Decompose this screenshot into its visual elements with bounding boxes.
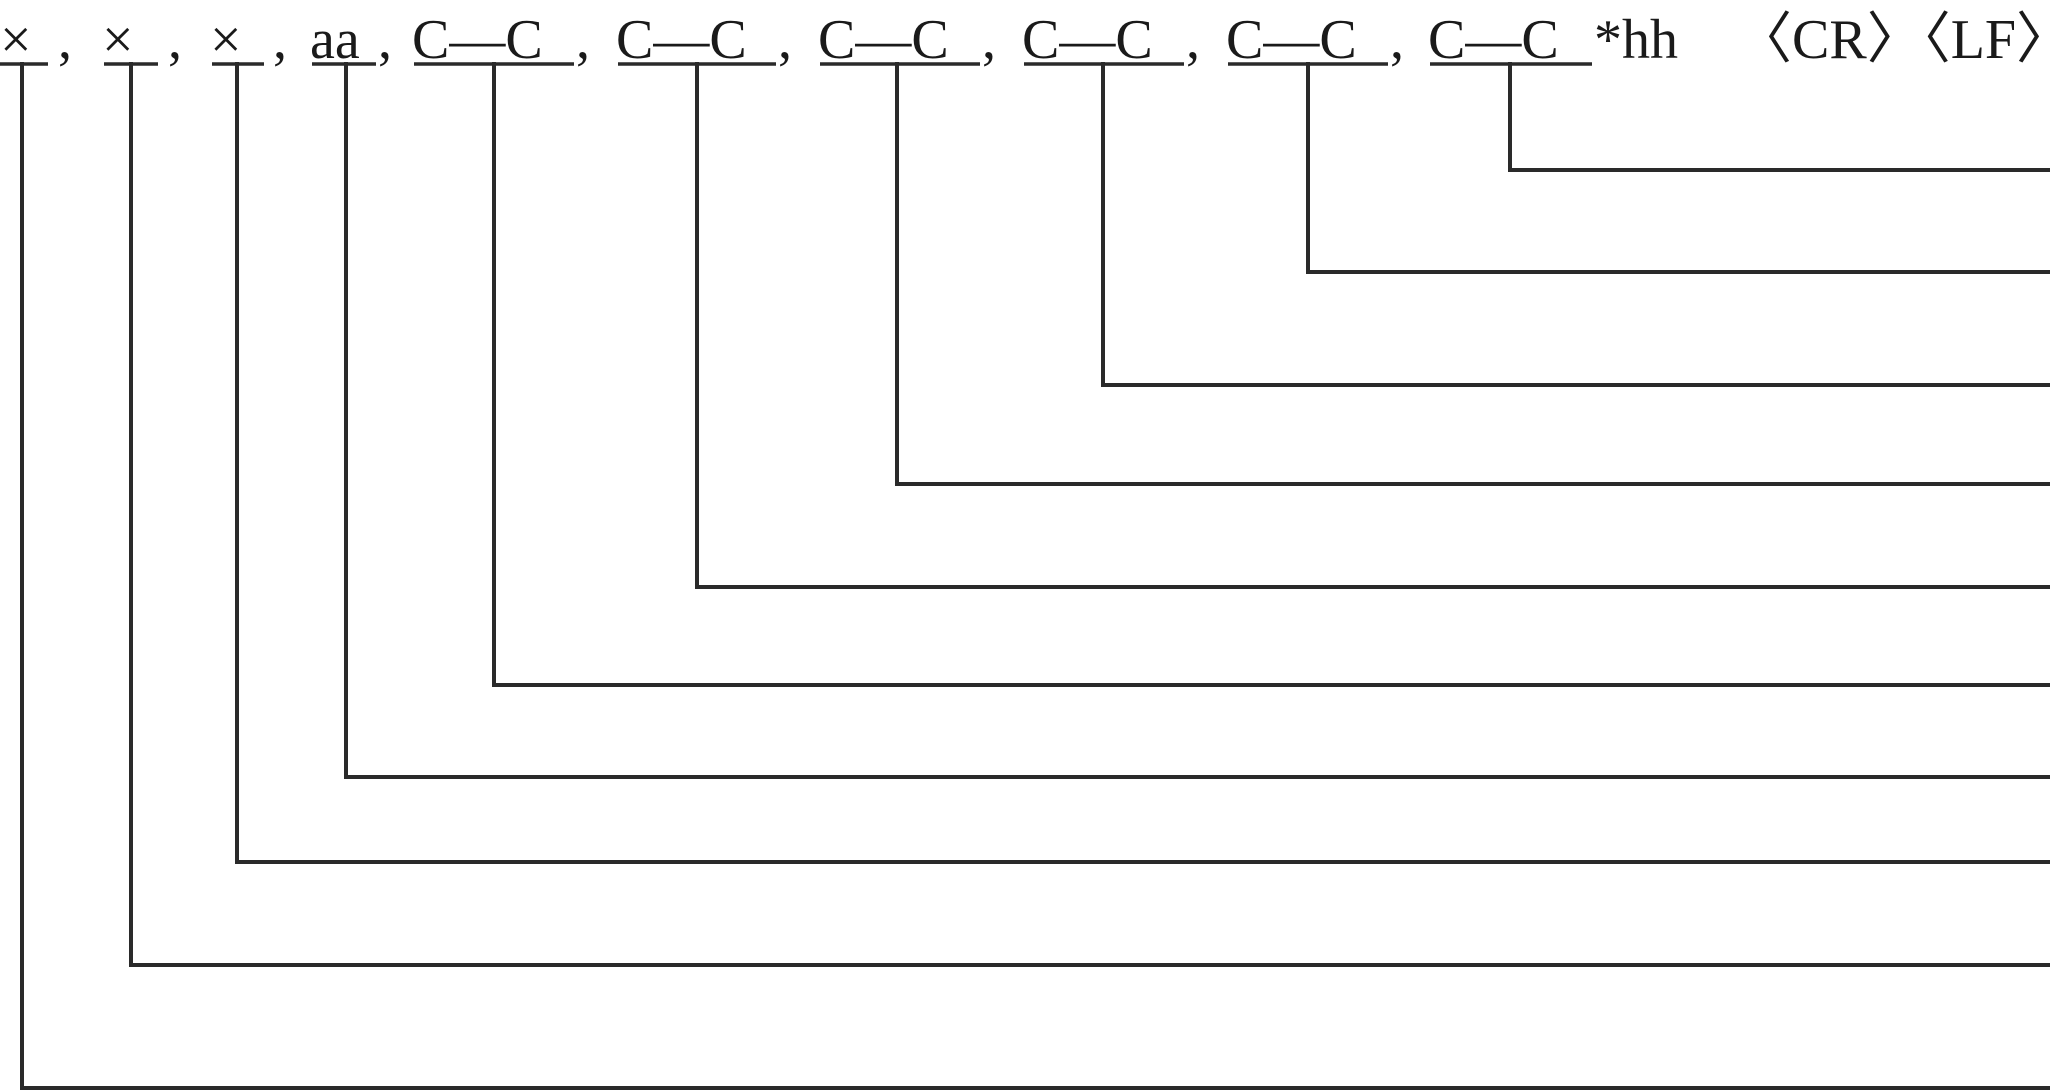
separator-7: , bbox=[982, 9, 996, 71]
separator-1: , bbox=[58, 9, 72, 71]
separator-9: , bbox=[1390, 9, 1404, 71]
field-9-text: C—C bbox=[1226, 9, 1357, 71]
separator-8: , bbox=[1186, 9, 1200, 71]
field-6-text: C—C bbox=[616, 9, 747, 71]
field-2-text: × bbox=[102, 9, 134, 71]
field-8-text: C—C bbox=[1022, 9, 1153, 71]
field-6-leader-line bbox=[695, 62, 2050, 589]
field-7-leader-line bbox=[895, 62, 2050, 486]
field-5-leader-line bbox=[492, 62, 2050, 687]
field-9-leader-line bbox=[1306, 62, 2050, 274]
field-1-text: × bbox=[0, 9, 32, 71]
terminator-text: 〈CR〉〈LF〉 bbox=[1736, 9, 2060, 71]
field-8-leader-line bbox=[1101, 62, 2050, 387]
field-1-leader-line bbox=[20, 62, 2050, 1090]
separator-6: , bbox=[778, 9, 792, 71]
field-3-leader-line bbox=[235, 62, 2050, 864]
field-5-text: C—C bbox=[412, 9, 543, 71]
field-10-leader-line bbox=[1508, 62, 2050, 172]
field-3-text: × bbox=[210, 9, 242, 71]
checksum-text: *hh bbox=[1594, 9, 1678, 71]
field-4-leader-line bbox=[344, 62, 2050, 779]
separator-3: , bbox=[273, 9, 287, 71]
separator-2: , bbox=[168, 9, 182, 71]
field-7-text: C—C bbox=[818, 9, 949, 71]
sentence-format-line: × , × , × , aa , C—C , C—C , C—C , C—C ,… bbox=[0, 9, 2060, 71]
field-leader-lines bbox=[20, 62, 2050, 1090]
separator-5: , bbox=[576, 9, 590, 71]
field-10-text: C—C bbox=[1428, 9, 1559, 71]
separator-4: , bbox=[378, 9, 392, 71]
field-2-leader-line bbox=[129, 62, 2050, 967]
field-4-text: aa bbox=[310, 9, 360, 71]
